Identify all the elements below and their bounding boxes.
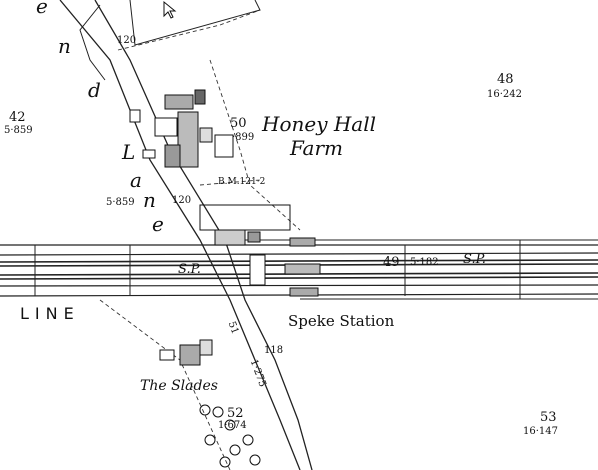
- cursor-arrow-icon: [163, 0, 177, 19]
- farm-name-line2: Farm: [290, 136, 343, 160]
- lane-letter-4: L: [122, 140, 136, 164]
- signal-post-right: S.P.: [463, 252, 486, 267]
- slades-buildings: [159, 339, 213, 366]
- lane-letter-5: a: [130, 168, 142, 192]
- station-buildings: [199, 204, 321, 297]
- parcel-number-42: 42: [9, 110, 26, 125]
- spot-height-118: 118: [264, 345, 284, 356]
- railway-line-label: LINE: [20, 304, 80, 323]
- farm-buildings: [129, 89, 234, 168]
- parcel-area-48: 16·242: [487, 89, 522, 100]
- lane-letter-1: e: [36, 0, 48, 18]
- spot-height-120-mid: 120: [172, 195, 192, 206]
- slades-name: The Slades: [140, 378, 218, 394]
- lane-letter-3: d: [88, 78, 101, 102]
- parcel-number-48: 48: [497, 72, 514, 87]
- lane-area: 5·859: [106, 197, 135, 208]
- spot-height-120-top: 120: [117, 35, 137, 46]
- parcel-number-50: 50: [230, 116, 247, 131]
- parcel-number-53: 53: [540, 410, 557, 425]
- lane-letter-2: n: [58, 34, 71, 58]
- parcel-area-53: 16·147: [523, 426, 558, 437]
- farm-name-line1: Honey Hall: [262, 112, 377, 136]
- parcel-area-50: ·899: [232, 132, 255, 143]
- enclosure-top: [129, 0, 261, 46]
- station-name: Speke Station: [288, 312, 395, 330]
- lane-letter-6: n: [143, 188, 156, 212]
- benchmark-label: B.M.121·2: [218, 177, 266, 187]
- lane-letter-7: e: [152, 212, 164, 236]
- parcel-area-42: 5·859: [4, 125, 33, 136]
- signal-post-left: S.P.: [178, 262, 201, 277]
- lane-road: [59, 0, 313, 470]
- parcel-number-49: 49: [383, 255, 400, 270]
- parcel-number-52: 52: [227, 406, 244, 421]
- rail-ticks: [34, 240, 521, 299]
- parcel-area-49: 5·182: [410, 257, 439, 268]
- trees: [199, 404, 261, 468]
- parcel-area-52: 1·674: [218, 420, 247, 431]
